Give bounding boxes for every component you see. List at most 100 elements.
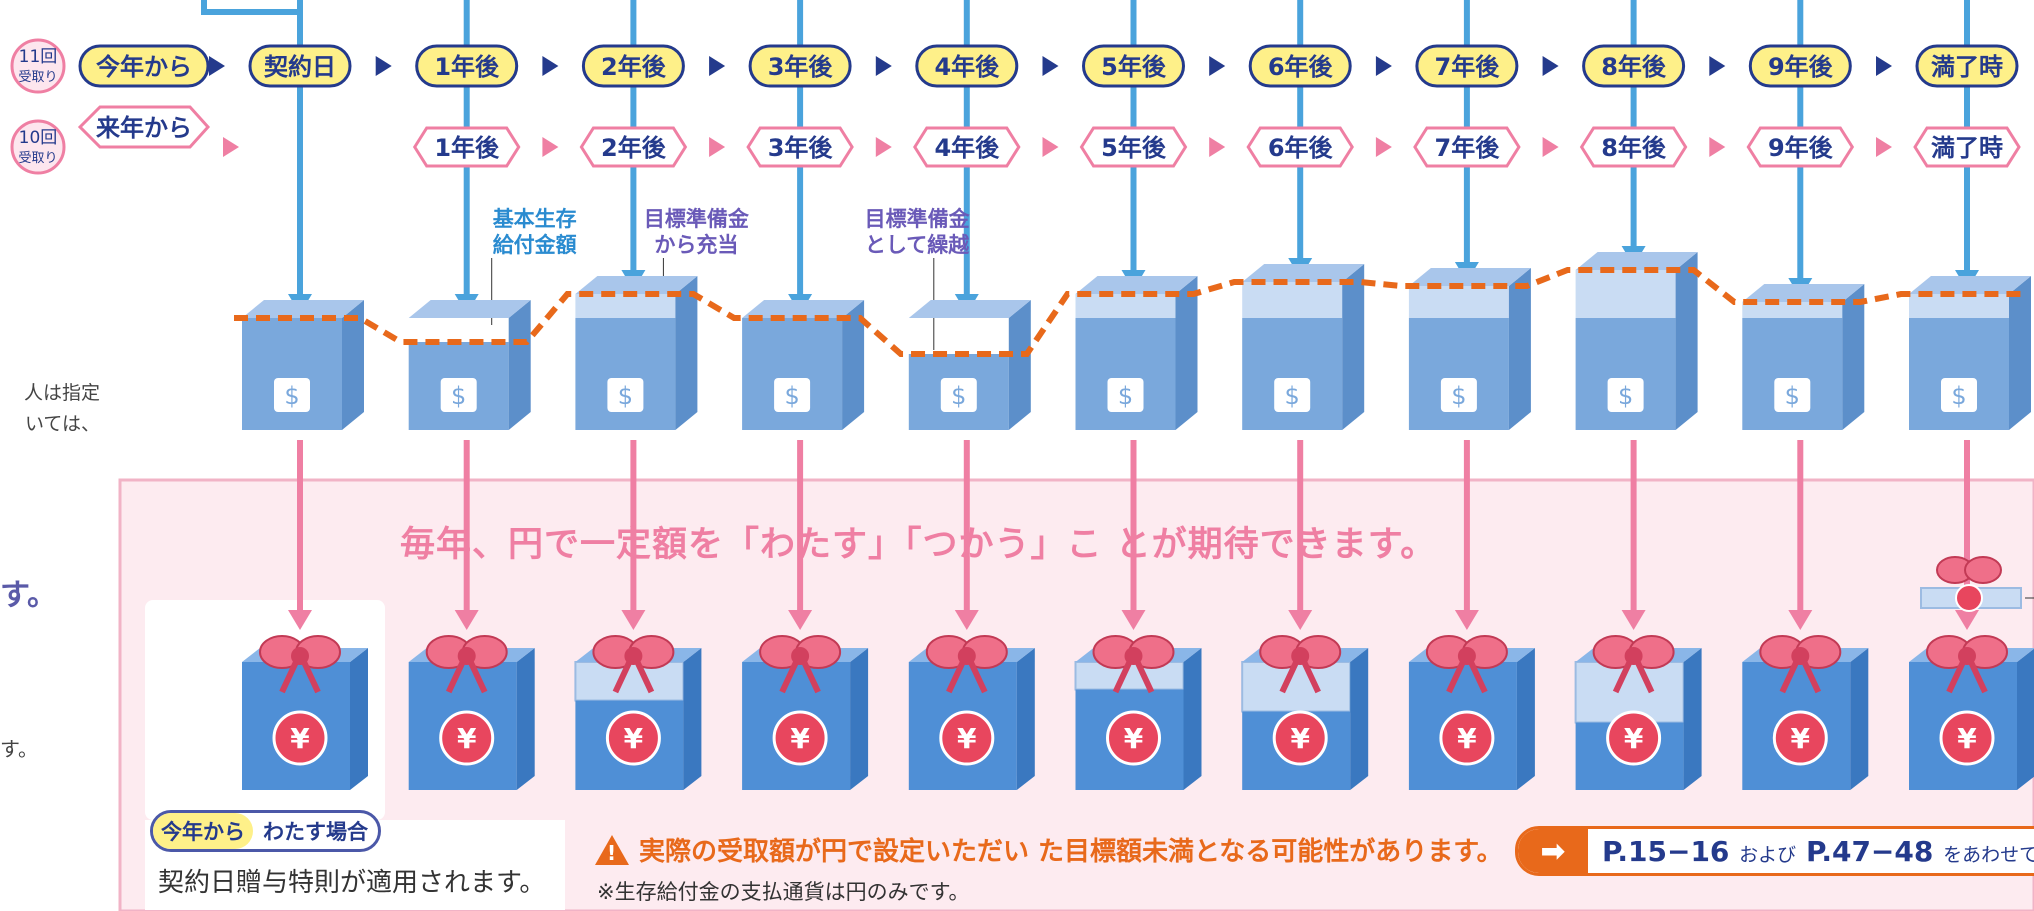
row-badge-count: 10回	[19, 128, 58, 148]
start-chip: 今年から わたす場合	[150, 810, 381, 852]
timeline-label-row1: 7年後	[1435, 53, 1501, 81]
box-surplus-part	[1242, 282, 1343, 318]
callout-line: として繰越	[865, 233, 970, 257]
box-front	[742, 318, 843, 430]
triangle-arrow-icon	[1542, 56, 1559, 76]
dollar-icon	[1941, 378, 1977, 412]
box-side	[1008, 300, 1031, 430]
warning-text: 実際の受取額が円で設定いただい た目標額未満となる可能性があります。	[639, 837, 1503, 867]
ribbon-knot	[1958, 647, 1976, 665]
dollar-symbol: $	[1951, 382, 1966, 410]
dollar-symbol: $	[1451, 382, 1466, 410]
ribbon-knot	[1291, 647, 1310, 665]
dollar-icon	[1107, 378, 1144, 412]
dollar-symbol: $	[1785, 382, 1800, 410]
yen-symbol: ¥	[1124, 722, 1144, 755]
timeline-label-row2: 4年後	[934, 134, 1000, 162]
row-badge-circle	[10, 38, 66, 94]
ribbon-knot	[1791, 647, 1810, 665]
timeline-label-row1: 2年後	[601, 53, 667, 81]
box-top	[1909, 276, 2031, 294]
bottom-caption: 契約日贈与特則が適用されます。	[158, 868, 546, 898]
box-top	[242, 300, 364, 318]
timeline-pill-row2	[1746, 126, 1855, 168]
warning-icon: !	[595, 834, 629, 865]
yen-icon	[1606, 710, 1662, 766]
yen-icon	[1272, 710, 1328, 766]
timeline-pill	[1748, 44, 1852, 88]
box-surplus-part	[1075, 294, 1176, 318]
yen-icon	[1106, 710, 1161, 766]
yen-icon	[939, 710, 995, 766]
side-text-line-2: いては、	[24, 413, 100, 435]
triangle-arrow-icon	[375, 56, 392, 76]
triangle-arrow-icon	[209, 56, 225, 76]
yen-symbol: ¥	[1290, 722, 1310, 755]
box-side	[2009, 276, 2031, 430]
dollar-symbol: $	[451, 382, 466, 410]
timeline-pill	[748, 44, 852, 88]
box-side	[508, 300, 531, 430]
box-front	[1575, 318, 1676, 430]
gift-box: ¥	[1074, 635, 1202, 790]
gift-side	[850, 648, 869, 790]
money-box: $	[908, 300, 1031, 430]
timeline-label-row1: 3年後	[768, 53, 834, 81]
ribbon-tails	[946, 660, 988, 694]
box-top	[742, 300, 865, 318]
timeline-label-row1: 契約日	[264, 53, 336, 81]
ref-suffix: をあわせてご	[1943, 843, 2034, 866]
triangle-arrow-icon	[875, 56, 892, 76]
reference-text: P.15−16 および P.47−48 をあわせてご	[1588, 835, 2034, 868]
pink-arrow-head	[288, 610, 312, 630]
timeline-pill	[1415, 44, 1519, 88]
currency-note: ※生存給付金の支払通貨は円のみです。	[597, 880, 970, 904]
triangle-arrow-icon	[875, 137, 892, 157]
callout-line: から充当	[654, 233, 738, 257]
triangle-arrow-icon	[1209, 56, 1226, 76]
ref-pages-1: P.15−16	[1602, 834, 1730, 868]
gift-box: ¥	[242, 635, 368, 790]
timeline-label-row2: 満了時	[1931, 134, 2003, 162]
yen-icon	[605, 710, 661, 766]
gift-side	[1350, 648, 1369, 790]
ribbon-tails	[779, 660, 821, 694]
gift-side	[1683, 648, 1702, 790]
gift-box: ¥	[908, 635, 1035, 790]
side-emphasis-text: す。	[0, 578, 57, 613]
ribbon-knot	[1124, 647, 1143, 665]
ribbon-tails	[1612, 660, 1655, 694]
ribbon-tails	[279, 660, 321, 694]
gift-side	[1516, 648, 1535, 790]
box-surplus-part	[575, 294, 676, 318]
box-top	[1742, 284, 1865, 302]
gift-box: ¥	[1909, 635, 2034, 790]
timeline-label-row1: 4年後	[934, 53, 1000, 81]
dollar-icon	[1774, 378, 1811, 412]
triangle-arrow-icon	[542, 56, 559, 76]
page-reference: ➡ P.15−16 および P.47−48 をあわせてご	[1515, 826, 2034, 876]
ref-and: および	[1739, 843, 1797, 866]
triangle-arrow-icon	[1709, 56, 1726, 76]
arrow-right-icon: ➡	[1518, 829, 1588, 873]
ref-pages-2: P.47−48	[1805, 834, 1934, 868]
triangle-arrow-icon	[709, 137, 726, 157]
pink-arrow-head	[1288, 610, 1313, 630]
timeline-pill-row2	[1579, 126, 1688, 168]
box-surplus-part	[1575, 270, 1676, 318]
gift-box: ¥	[408, 635, 535, 790]
row-badge-label: 受取り	[18, 151, 57, 166]
triangle-arrow-icon	[1375, 137, 1392, 157]
yen-symbol: ¥	[1457, 722, 1477, 755]
money-box: $	[742, 300, 865, 430]
dollar-icon	[274, 378, 310, 412]
timeline-label-row1: 9年後	[1768, 53, 1834, 81]
dollar-icon	[1274, 378, 1311, 412]
pink-arrow-head	[1121, 610, 1146, 630]
money-box: $	[1408, 268, 1531, 430]
triangle-arrow-icon	[1542, 137, 1559, 157]
